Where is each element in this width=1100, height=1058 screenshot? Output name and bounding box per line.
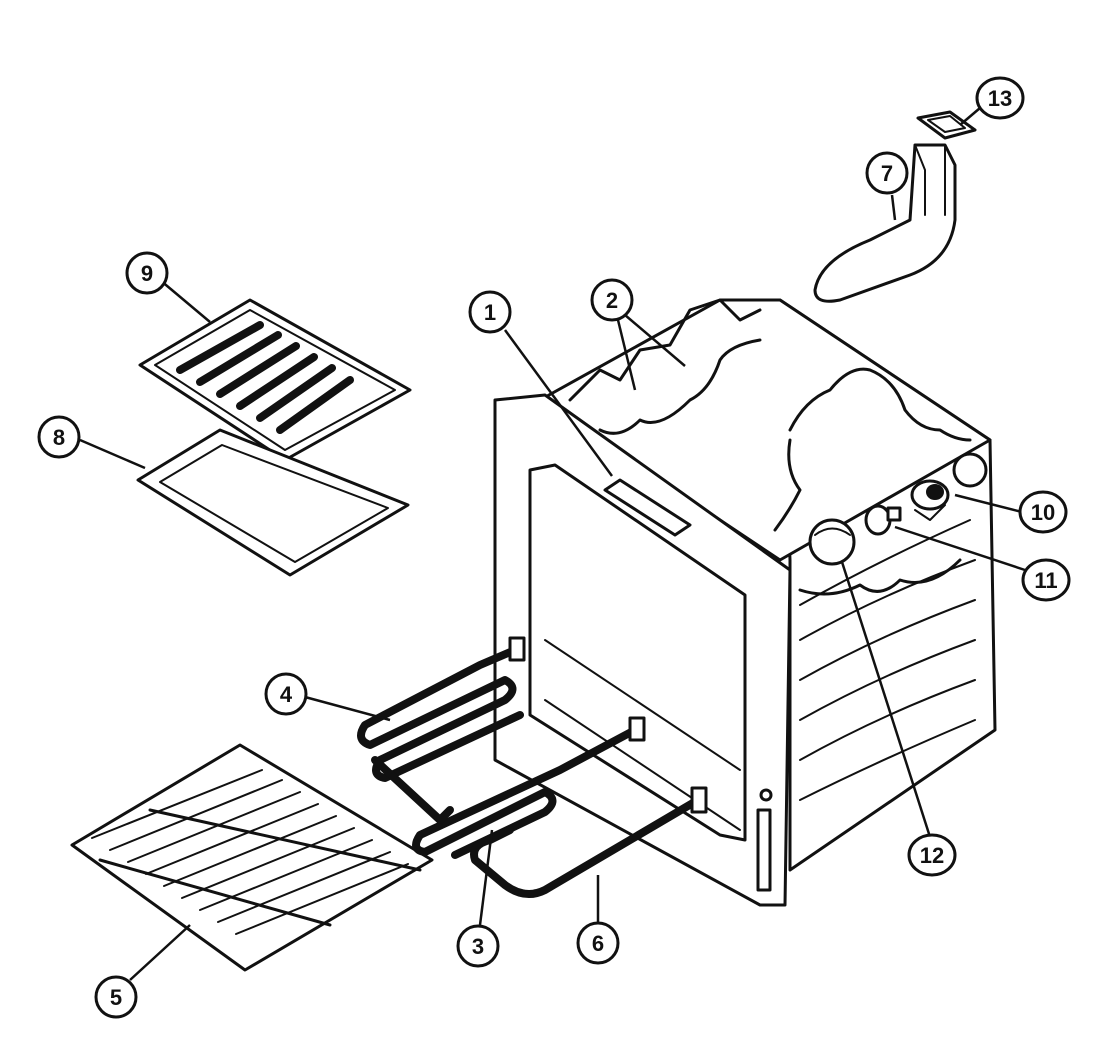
leader-lines [79, 107, 1026, 981]
callout-5-label: 5 [110, 985, 122, 1010]
light-socket [910, 479, 950, 521]
callout-13: 13 [975, 76, 1025, 120]
callout-2: 2 [590, 278, 634, 322]
broiler-pan [136, 428, 410, 577]
duct-gasket [916, 110, 977, 140]
light-bulb [864, 504, 902, 536]
callout-3-label: 3 [472, 934, 484, 959]
callout-9-label: 9 [141, 261, 153, 286]
callout-10-label: 10 [1031, 500, 1055, 525]
callout-10: 10 [1018, 490, 1068, 534]
callout-12: 12 [907, 833, 957, 877]
callout-7-label: 7 [881, 161, 893, 186]
callout-6: 6 [576, 921, 620, 965]
callout-7: 7 [865, 151, 909, 195]
callout-11: 11 [1021, 558, 1071, 602]
callout-5: 5 [94, 975, 138, 1019]
callout-1-label: 1 [484, 300, 496, 325]
callout-1: 1 [468, 290, 512, 334]
callout-3: 3 [456, 924, 500, 968]
callout-6-label: 6 [592, 931, 604, 956]
broil-element [357, 636, 646, 859]
bake-element [371, 756, 708, 898]
callout-9: 9 [125, 251, 169, 295]
broiler-pan-insert [138, 298, 412, 462]
callout-11-label: 11 [1034, 568, 1057, 593]
callout-8: 8 [37, 415, 81, 459]
callout-2-label: 2 [606, 288, 618, 313]
callout-13-label: 13 [988, 86, 1012, 111]
oven-cavity [538, 298, 997, 872]
callout-12-label: 12 [920, 843, 944, 868]
callout-4: 4 [264, 672, 308, 716]
callout-8-label: 8 [53, 425, 65, 450]
callout-4-label: 4 [280, 682, 293, 707]
light-lens [808, 518, 856, 566]
vent-duct [813, 143, 957, 303]
oven-front-frame [493, 393, 792, 907]
